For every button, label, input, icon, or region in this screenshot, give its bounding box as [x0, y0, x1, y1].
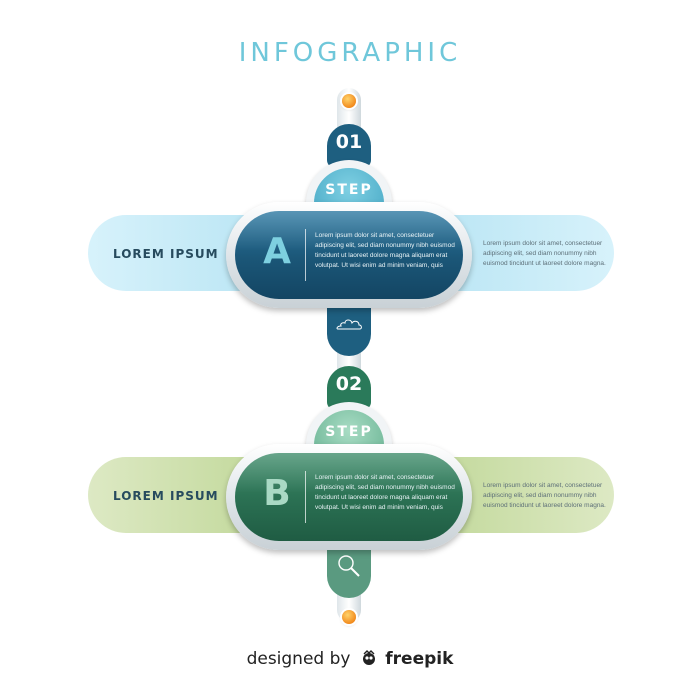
- cloud-icon: [336, 319, 362, 330]
- step-2-main-card: B Lorem ipsum dolor sit amet, consectetu…: [226, 444, 472, 550]
- step-1-side-label: LOREM IPSUM: [113, 247, 219, 261]
- step-1-number: 01: [335, 131, 363, 153]
- magnifier-icon: [338, 555, 360, 577]
- bottom-dot: [342, 610, 356, 624]
- step-1-divider: [305, 229, 306, 281]
- step-2-side-label: LOREM IPSUM: [113, 489, 219, 503]
- step-2-main-text: Lorem ipsum dolor sit amet, consectetuer…: [315, 474, 455, 511]
- step-2-divider: [305, 471, 306, 523]
- step-1-step-label: STEP: [325, 182, 373, 198]
- credit-line: designed by freepik: [0, 649, 700, 669]
- infographic-title: INFOGRAPHIC: [238, 38, 462, 68]
- step-2-number: 02: [335, 373, 363, 395]
- step-1-main-text: Lorem ipsum dolor sit amet, consectetuer…: [315, 232, 455, 269]
- freepik-logo-icon: [362, 650, 375, 665]
- step-1-main-card: A Lorem ipsum dolor sit amet, consectetu…: [226, 202, 472, 308]
- credit-prefix: designed by: [246, 649, 351, 669]
- step-2-right-text: Lorem ipsum dolor sit amet, consectetuer…: [483, 482, 606, 509]
- step-1-right-text: Lorem ipsum dolor sit amet, consectetuer…: [483, 240, 606, 267]
- top-dot: [342, 94, 356, 108]
- step-2-letter: B: [263, 473, 291, 514]
- step-1-tail: [327, 300, 371, 356]
- step-2-step-label: STEP: [325, 424, 373, 440]
- credit-brand: freepik: [385, 649, 454, 669]
- step-2-tail: [327, 542, 371, 598]
- step-1-letter: A: [263, 231, 291, 272]
